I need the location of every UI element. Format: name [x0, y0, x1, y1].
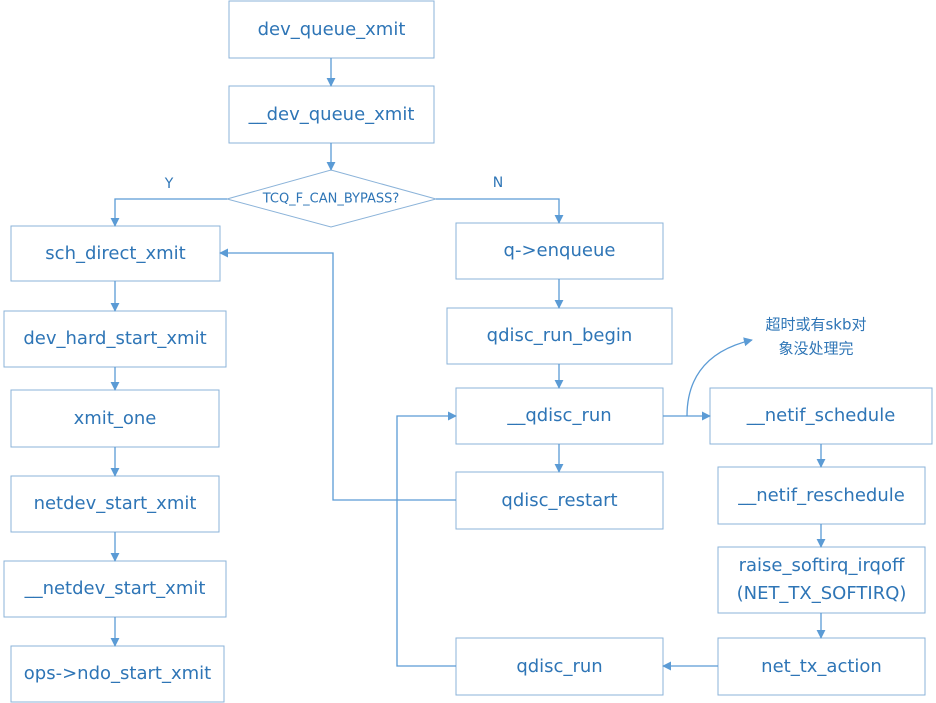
node-label: net_tx_action	[761, 656, 882, 677]
node-label: netdev_start_xmit	[34, 493, 197, 514]
node-qdisc-run: qdisc_run	[455, 637, 664, 696]
node-label: xmit_one	[74, 408, 157, 429]
node-ops-ndo-start-xmit: ops->ndo_start_xmit	[10, 645, 225, 703]
branch-no-label: N	[493, 175, 503, 191]
node-label: q->enqueue	[504, 240, 616, 261]
node-label-line1: raise_softirq_irqoff	[739, 555, 905, 576]
node-__qdisc-run: __qdisc_run	[455, 387, 664, 445]
node-label: dev_queue_xmit	[258, 19, 406, 40]
node-label: __netif_schedule	[746, 405, 896, 426]
node-label: dev_hard_start_xmit	[23, 328, 206, 349]
node-label: qdisc_run_begin	[487, 325, 633, 346]
note-line-1: 超时或有skb对	[765, 316, 866, 334]
arrow-note-pointer	[686, 337, 753, 417]
node-dev-hard-start-xmit: dev_hard_start_xmit	[3, 310, 227, 368]
arrow-qdisc-restart-to-sch-direct-xmit	[219, 248, 456, 501]
node-label: sch_direct_xmit	[45, 243, 185, 264]
note-line-2: 象没处理完	[778, 340, 853, 358]
node-net-tx-action: net_tx_action	[717, 637, 926, 696]
node-label: __dev_queue_xmit	[248, 104, 415, 125]
node-qdisc-restart: qdisc_restart	[455, 471, 664, 530]
node-q-enqueue: q->enqueue	[455, 222, 664, 280]
node-dev-queue-xmit: dev_queue_xmit	[228, 0, 435, 59]
node-sch-direct-xmit: sch_direct_xmit	[10, 225, 221, 282]
decision-label: TCQ_F_CAN_BYPASS?	[262, 192, 400, 207]
node-__netif-reschedule: __netif_reschedule	[717, 466, 926, 525]
arrow-decision-yes-to-sch-direct-xmit	[110, 198, 227, 227]
node-label: qdisc_run	[516, 656, 602, 677]
node-label: qdisc_restart	[501, 490, 617, 511]
node-__dev-queue-xmit: __dev_queue_xmit	[228, 85, 435, 144]
decision-tcq-f-can-bypass: TCQ_F_CAN_BYPASS?	[225, 169, 438, 228]
node-netdev-start-xmit: netdev_start_xmit	[10, 475, 220, 533]
arrow-qdisc-run-to-__qdisc-run	[396, 411, 457, 667]
node-qdisc-run-begin: qdisc_run_begin	[446, 307, 673, 365]
node-raise-softirq-irqoff: raise_softirq_irqoff (NET_TX_SOFTIRQ)	[717, 546, 926, 614]
node-xmit-one: xmit_one	[10, 389, 220, 448]
node-label: ops->ndo_start_xmit	[24, 663, 211, 684]
node-label: __netdev_start_xmit	[24, 578, 206, 599]
node-label: __netif_reschedule	[737, 485, 905, 506]
branch-yes-label: Y	[164, 176, 174, 192]
node-label-line2: (NET_TX_SOFTIRQ)	[737, 583, 907, 604]
node-label: __qdisc_run	[506, 405, 611, 426]
arrow-decision-no-to-enqueue	[436, 198, 564, 224]
node-__netif-schedule: __netif_schedule	[709, 387, 933, 445]
node-__netdev-start-xmit: __netdev_start_xmit	[3, 560, 227, 618]
